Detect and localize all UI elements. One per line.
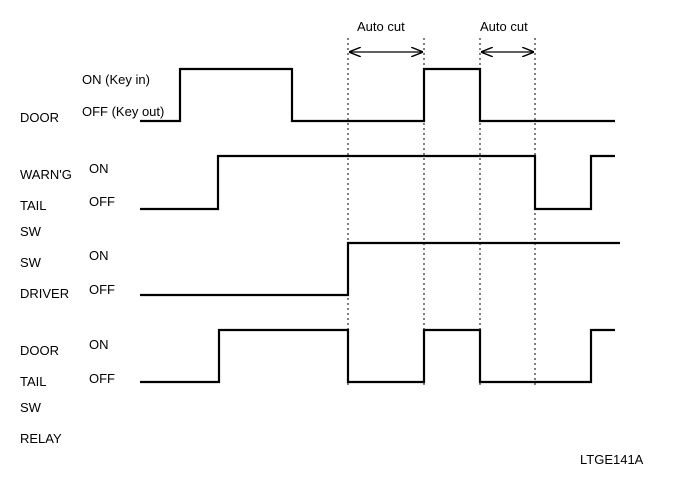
figure-code: LTGE141A: [580, 452, 644, 467]
auto-cut-label-1: Auto cut: [357, 19, 405, 34]
door-warning-sw-waveform: [140, 67, 615, 123]
driver-door-on-label: ON: [89, 248, 109, 263]
signal-name-door-warning-sw: DOOR WARN'G SW: [20, 110, 72, 239]
signal-name-driver-door-sw: DRIVER DOOR SW: [20, 286, 70, 415]
driver-door-off-label: OFF: [89, 282, 115, 297]
tail-relay-waveform: [140, 328, 615, 384]
tail-sw-waveform: [140, 154, 615, 211]
tail-sw-on-label: ON: [89, 161, 109, 176]
signal-name-tail-relay: TAIL RELAY: [20, 374, 62, 446]
auto-cut-label-2: Auto cut: [480, 19, 528, 34]
tail-relay-on-label: ON: [89, 337, 109, 352]
door-warning-on-label: ON (Key in): [82, 72, 150, 87]
signal-name-tail-sw: TAIL SW: [20, 198, 47, 270]
door-warning-off-label: OFF (Key out): [82, 104, 165, 119]
tail-sw-off-label: OFF: [89, 194, 115, 209]
tail-relay-off-label: OFF: [89, 371, 115, 386]
driver-door-sw-waveform: [140, 241, 620, 297]
